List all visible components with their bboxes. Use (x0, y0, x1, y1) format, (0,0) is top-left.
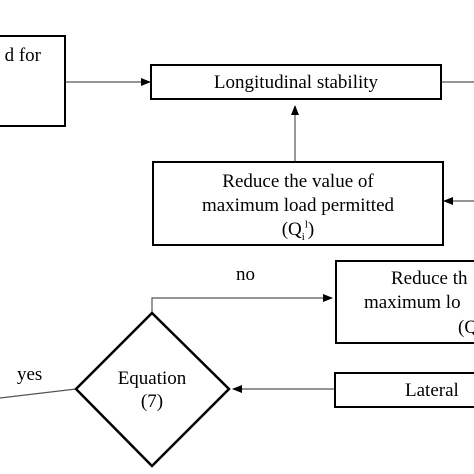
reduce-max-load-symbol: (Qil) (154, 218, 442, 243)
reduce-right-line2: maximum lo (364, 292, 461, 313)
reduce-max-load-box: Reduce the value of maximum load permitt… (152, 161, 444, 246)
reduce-max-load-right-box: Reduce th maximum lo (Q (335, 260, 474, 344)
reduce-right-line1: Reduce th (391, 268, 468, 289)
longitudinal-stability-label: Longitudinal stability (213, 72, 379, 93)
left-partial-box: d for (0, 35, 66, 127)
equation-decision-diamond (74, 311, 231, 468)
equation-line1: Equation (117, 368, 187, 389)
symbol-open: (Q (281, 219, 302, 240)
symbol-superscript: l (304, 218, 308, 231)
lateral-stability-box: Lateral (334, 372, 474, 408)
line-equation-yes-branch (0, 388, 77, 399)
arrow-equation-no-branch (151, 294, 333, 312)
reduce-max-load-line2: maximum load permitted (201, 195, 395, 216)
symbol-subscript: i (301, 230, 305, 243)
equation-line2: (7) (140, 391, 164, 412)
reduce-right-line3: (Q (458, 317, 474, 338)
longitudinal-stability-box: Longitudinal stability (150, 64, 442, 100)
symbol-close: ) (307, 219, 315, 240)
left-box-label: d for (4, 45, 41, 66)
edge-label-no: no (236, 264, 255, 285)
edge-label-yes: yes (17, 364, 43, 385)
lateral-label: Lateral (405, 380, 459, 401)
reduce-max-load-line1: Reduce the value of (222, 171, 374, 192)
